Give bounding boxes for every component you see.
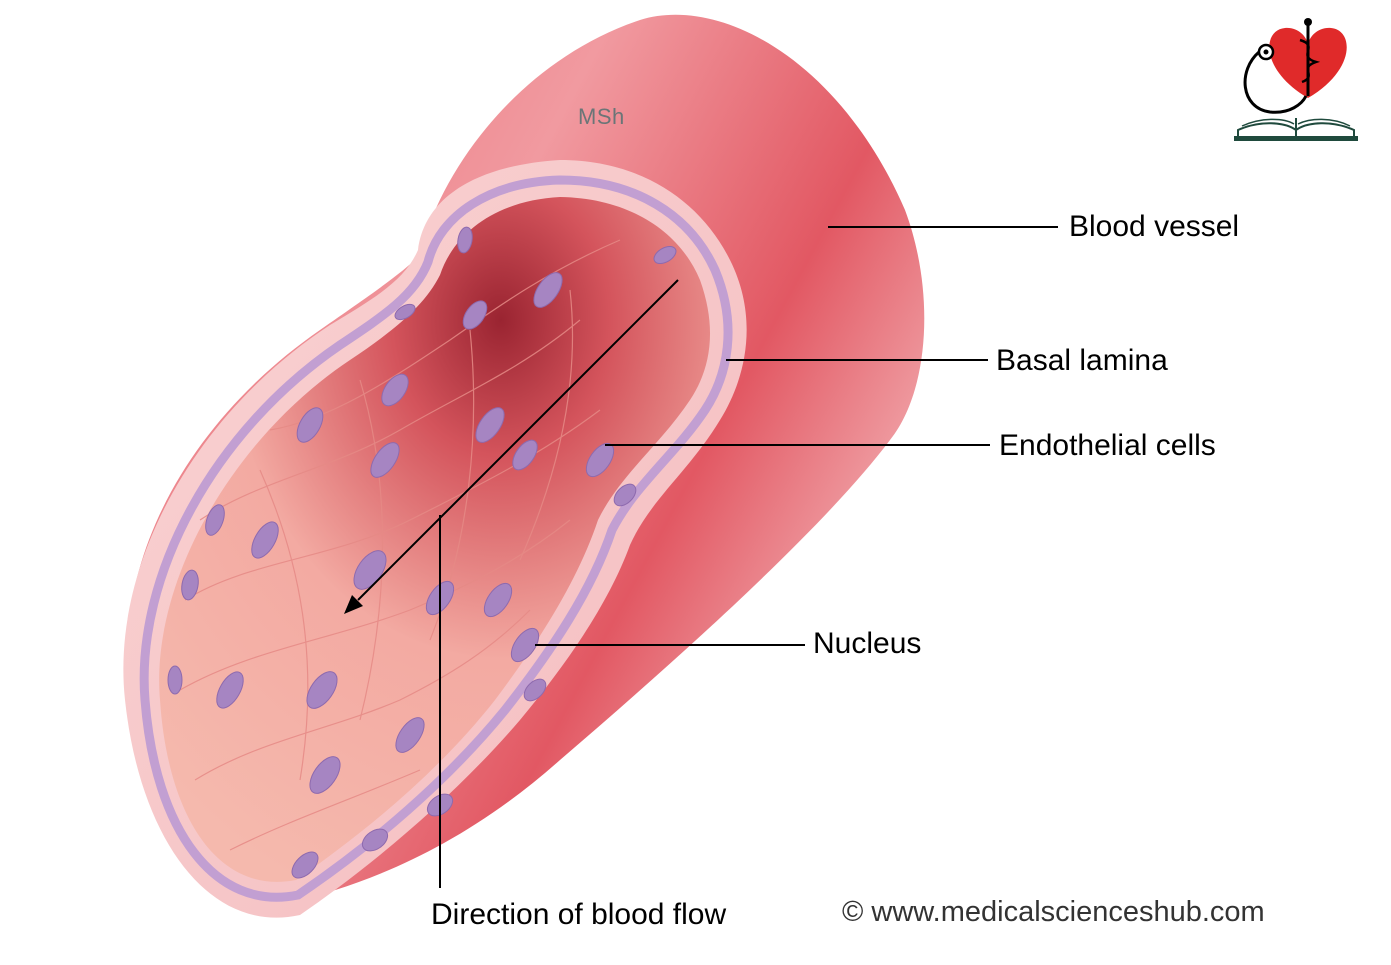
nucleus-icon: [205, 504, 225, 536]
nucleus-icon: [533, 272, 563, 308]
vessel-lumen: [159, 197, 711, 882]
heart-caduceus-book-logo: [1234, 18, 1358, 141]
label-nucleus: Nucleus: [813, 627, 922, 660]
nucleus-icon: [309, 756, 341, 794]
nucleus-icon: [181, 569, 199, 601]
nucleus-icon: [395, 717, 425, 753]
nucleus-icon: [653, 245, 677, 265]
nucleus-icon: [296, 407, 324, 443]
nucleus-icon: [251, 521, 279, 559]
nucleus-icon: [381, 373, 409, 407]
nucleus-icon: [291, 851, 319, 879]
nucleus-icon: [306, 671, 338, 709]
label-basal-lamina: Basal lamina: [996, 344, 1168, 377]
watermark: MSh: [578, 104, 625, 129]
nucleus-icon: [361, 828, 389, 852]
nucleus-icon: [512, 439, 538, 471]
nucleus-icon: [613, 483, 637, 507]
nucleus-icon: [483, 582, 513, 618]
nucleus-icon: [475, 407, 505, 443]
nucleus-icon: [394, 303, 416, 321]
leader-lines: [439, 226, 1058, 888]
nucleus-icon: [510, 627, 540, 663]
nucleus-icon: [462, 300, 488, 330]
copyright-credit: © www.medicalscienceshub.com: [842, 896, 1265, 928]
nuclei: [167, 226, 677, 879]
flow-arrow: [344, 279, 679, 614]
nucleus-icon: [167, 665, 183, 695]
nucleus-icon: [370, 442, 400, 478]
nucleus-icon: [523, 678, 547, 702]
nucleus-icon: [457, 226, 473, 254]
label-direction-of-blood-flow: Direction of blood flow: [431, 898, 727, 931]
nucleus-icon: [216, 671, 244, 709]
label-endothelial-cells: Endothelial cells: [999, 429, 1216, 462]
label-blood-vessel: Blood vessel: [1069, 210, 1240, 243]
